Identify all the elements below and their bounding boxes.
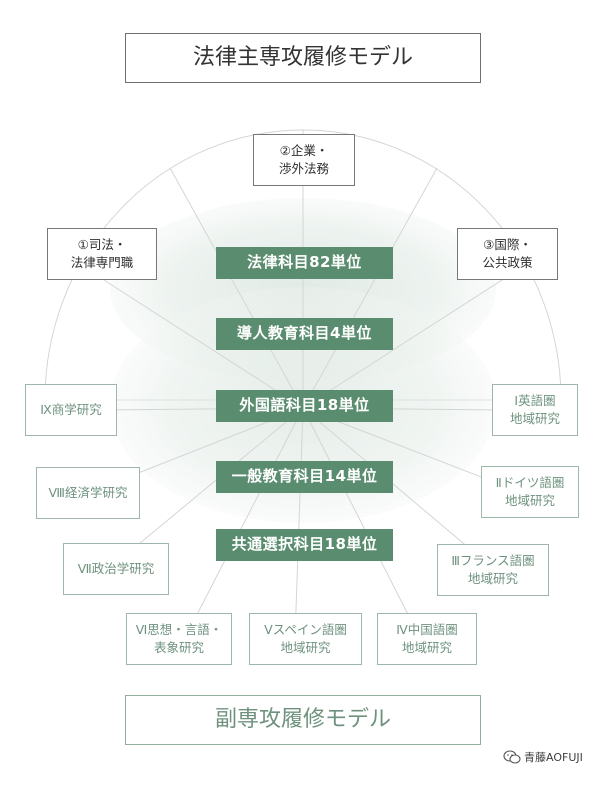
core-introductory-credits: 導人教育科目4単位 [216,318,393,350]
minor-track-english: Ⅰ英語圏 地域研究 [492,384,578,436]
major-track-international: ③国際・ 公共政策 [457,228,558,280]
core-elective-credits: 共通選択科目18単位 [216,529,393,561]
minor-track-political-science: Ⅶ政治学研究 [63,543,169,595]
major-track-judicial: ①司法・ 法律専門職 [47,228,157,280]
minor-track-economics: Ⅷ経済学研究 [36,467,140,519]
minor-track-thought-language: Ⅵ思想・言語・ 表象研究 [126,613,232,665]
minor-track-spanish: Ⅴスペイン語圏 地域研究 [249,613,362,665]
wechat-icon [503,750,521,764]
watermark: 青藤AOFUJI [503,748,583,766]
radial-guide-lines [75,130,531,639]
minor-model-title: 副専攻履修モデル [125,695,481,745]
minor-track-german: Ⅱドイツ語圏 地域研究 [481,466,579,518]
core-general-education-credits: 一般教育科目14単位 [216,461,393,493]
minor-track-french: Ⅲフランス語圏 地域研究 [437,544,549,596]
major-model-title: 法律主専攻履修モデル [125,33,481,83]
watermark-text: 青藤AOFUJI [524,751,583,764]
major-track-corporate: ②企業・ 渉外法務 [253,134,355,186]
core-foreign-language-credits: 外国語科目18単位 [216,390,393,422]
minor-track-chinese: Ⅳ中国語圏 地域研究 [377,613,477,665]
core-law-credits: 法律科目82単位 [216,247,393,279]
minor-track-commerce: Ⅸ商学研究 [25,384,117,436]
